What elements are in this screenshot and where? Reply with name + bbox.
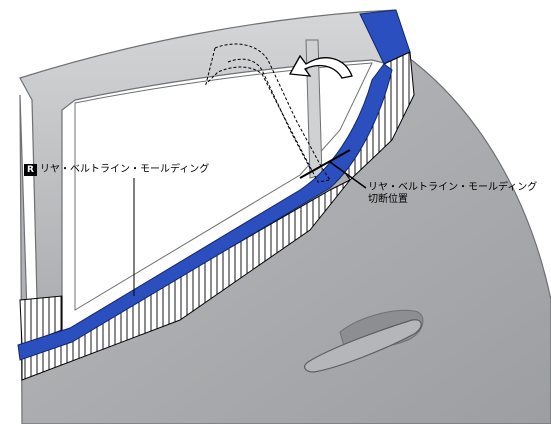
cut-position-mark — [299, 149, 351, 179]
removed-molding-outline — [205, 43, 331, 183]
hatched-region-front — [19, 295, 63, 346]
molding-label: リヤ・ベルトライン・モールディング — [40, 164, 210, 175]
belt-line-molding — [17, 63, 393, 361]
cut-label-line1: リヤ・ベルトライン・モールディング — [368, 182, 538, 193]
cut-label-line2: 切断位置 — [368, 194, 408, 205]
door-handle — [304, 319, 422, 373]
curved-arrow-icon — [288, 54, 353, 79]
cut-position-callout: リヤ・ベルトライン・モールディング 切断位置 — [368, 182, 537, 206]
removed-molding-inner — [227, 58, 313, 173]
rh-marker: R — [24, 164, 37, 176]
window-opening — [74, 62, 373, 311]
molding-callout: R リヤ・ベルトライン・モールディング — [24, 164, 209, 176]
leader-line-cut — [329, 161, 367, 189]
